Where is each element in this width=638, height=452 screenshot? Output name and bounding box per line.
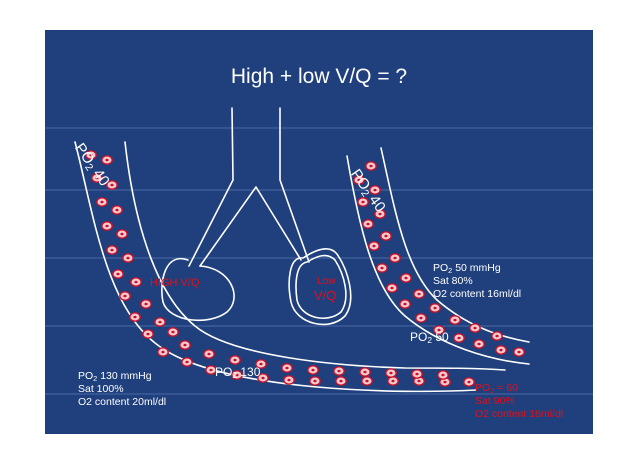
red-blood-cell-center	[357, 178, 361, 182]
red-blood-cell-center	[126, 256, 130, 260]
left-info-po2: PO2 130 mmHg	[78, 370, 152, 383]
high-vq-label: HIGH V/Q	[150, 277, 200, 289]
red-blood-cell-center	[369, 164, 373, 168]
red-blood-cell-center	[235, 373, 239, 377]
red-blood-cell-center	[123, 294, 127, 298]
red-blood-cell-center	[115, 208, 119, 212]
result-sat: Sat 90%	[475, 395, 515, 408]
red-blood-cell-center	[89, 153, 93, 157]
red-blood-cell-center	[441, 373, 445, 377]
red-blood-cell-center	[384, 234, 388, 238]
red-blood-cell-center	[417, 292, 421, 296]
red-blood-cell-center	[261, 376, 265, 380]
low-vq-alveolus-outer	[288, 247, 352, 326]
red-blood-cell-center	[158, 320, 162, 324]
po2-130-label: PO2 130	[215, 365, 261, 381]
red-blood-cells	[85, 150, 525, 387]
left-capillary-outer-wall	[74, 141, 477, 393]
red-blood-cell-center	[183, 343, 187, 347]
red-blood-cell-center	[404, 276, 408, 280]
trachea-right-wall	[279, 107, 310, 263]
right-info-po2: PO2 50 mmHg	[433, 262, 501, 275]
red-blood-cell-center	[116, 272, 120, 276]
red-blood-cell-center	[313, 379, 317, 383]
red-blood-cell-center	[467, 380, 471, 384]
red-blood-cell-center	[337, 369, 341, 373]
left-info-sat: Sat 100%	[78, 383, 124, 396]
red-blood-cell-center	[233, 358, 237, 362]
slide-title: High + low V/Q = ?	[230, 65, 408, 88]
mixed-blood-result: PO2 = 60 Sat 90% O2 content 18ml/dl	[475, 382, 563, 421]
red-blood-cell-center	[373, 188, 377, 192]
right-info-o2: O2 content 16ml/dl	[433, 288, 522, 301]
red-blood-cell-center	[110, 248, 114, 252]
right-capillary-inner-wall	[380, 147, 530, 343]
red-blood-cell-center	[287, 378, 291, 382]
result-po2: PO2 = 60	[475, 382, 518, 395]
red-blood-cell-center	[378, 212, 382, 216]
po2-50-label: PO2 50	[410, 330, 449, 346]
red-blood-cell-center	[105, 224, 109, 228]
right-capillary-outer-wall	[346, 155, 530, 365]
red-blood-cell-center	[100, 200, 104, 204]
red-blood-cell-center	[366, 222, 370, 226]
red-blood-cell-center	[419, 316, 423, 320]
red-blood-cell-center	[477, 342, 481, 346]
left-capillary-inner-wall	[124, 141, 506, 371]
red-blood-cell-center	[134, 280, 138, 284]
red-blood-cell-center	[415, 372, 419, 376]
low-vq-alveolus-inner	[295, 254, 347, 320]
red-blood-cell-center	[380, 266, 384, 270]
diagram-canvas	[45, 107, 593, 395]
red-blood-cell-center	[95, 176, 99, 180]
red-blood-cell-center	[311, 368, 315, 372]
red-blood-cell-center	[443, 380, 447, 384]
red-blood-cell-center	[390, 286, 394, 290]
background-rules	[45, 127, 593, 395]
red-blood-cell-center	[110, 183, 114, 187]
red-blood-cell-center	[403, 302, 407, 306]
high-vq-alveolus	[161, 257, 235, 322]
red-blood-cell-center	[171, 330, 175, 334]
red-blood-cell-center	[495, 334, 499, 338]
low-vq-label-line2: V/Q	[314, 288, 337, 303]
red-blood-cell-center	[473, 326, 477, 330]
red-blood-cell-center	[339, 379, 343, 383]
red-blood-cell-center	[417, 379, 421, 383]
red-blood-cell-center	[453, 318, 457, 322]
red-blood-cell-center	[144, 302, 148, 306]
red-blood-cell-center	[185, 360, 189, 364]
slide: High + low V/Q = ? PO2 40 PO2 40 HIGH V/…	[45, 30, 593, 434]
red-blood-cell-center	[105, 158, 109, 162]
airway-bifurcation	[199, 186, 302, 267]
red-blood-cell-center	[146, 332, 150, 336]
red-blood-cell-center	[161, 350, 165, 354]
red-blood-cell-center	[391, 379, 395, 383]
red-blood-cell-center	[209, 368, 213, 372]
red-blood-cell-center	[499, 348, 503, 352]
red-blood-cell-center	[433, 306, 437, 310]
right-capillary-info: PO2 50 mmHg Sat 80% O2 content 16ml/dl	[433, 262, 521, 301]
red-blood-cell-center	[393, 256, 397, 260]
red-blood-cell-center	[120, 232, 124, 236]
red-blood-cell-center	[361, 200, 365, 204]
red-blood-cell-center	[389, 371, 393, 375]
left-info-o2: O2 content 20ml/dl	[78, 396, 167, 409]
low-vq-label-line1: Low	[317, 276, 336, 287]
red-blood-cell-center	[259, 362, 263, 366]
red-blood-cell-center	[457, 336, 461, 340]
red-blood-cell-center	[207, 352, 211, 356]
red-blood-cell-center	[372, 244, 376, 248]
left-capillary-info: PO2 130 mmHg Sat 100% O2 content 20ml/dl	[78, 370, 166, 409]
red-blood-cell-center	[365, 379, 369, 383]
result-o2: O2 content 18ml/dl	[475, 408, 564, 421]
red-blood-cell-center	[285, 366, 289, 370]
red-blood-cell-center	[517, 350, 521, 354]
trachea-left-wall	[188, 107, 234, 267]
red-blood-cell-center	[363, 370, 367, 374]
red-blood-cell-center	[437, 328, 441, 332]
right-info-sat: Sat 80%	[433, 275, 473, 288]
red-blood-cell-center	[133, 315, 137, 319]
